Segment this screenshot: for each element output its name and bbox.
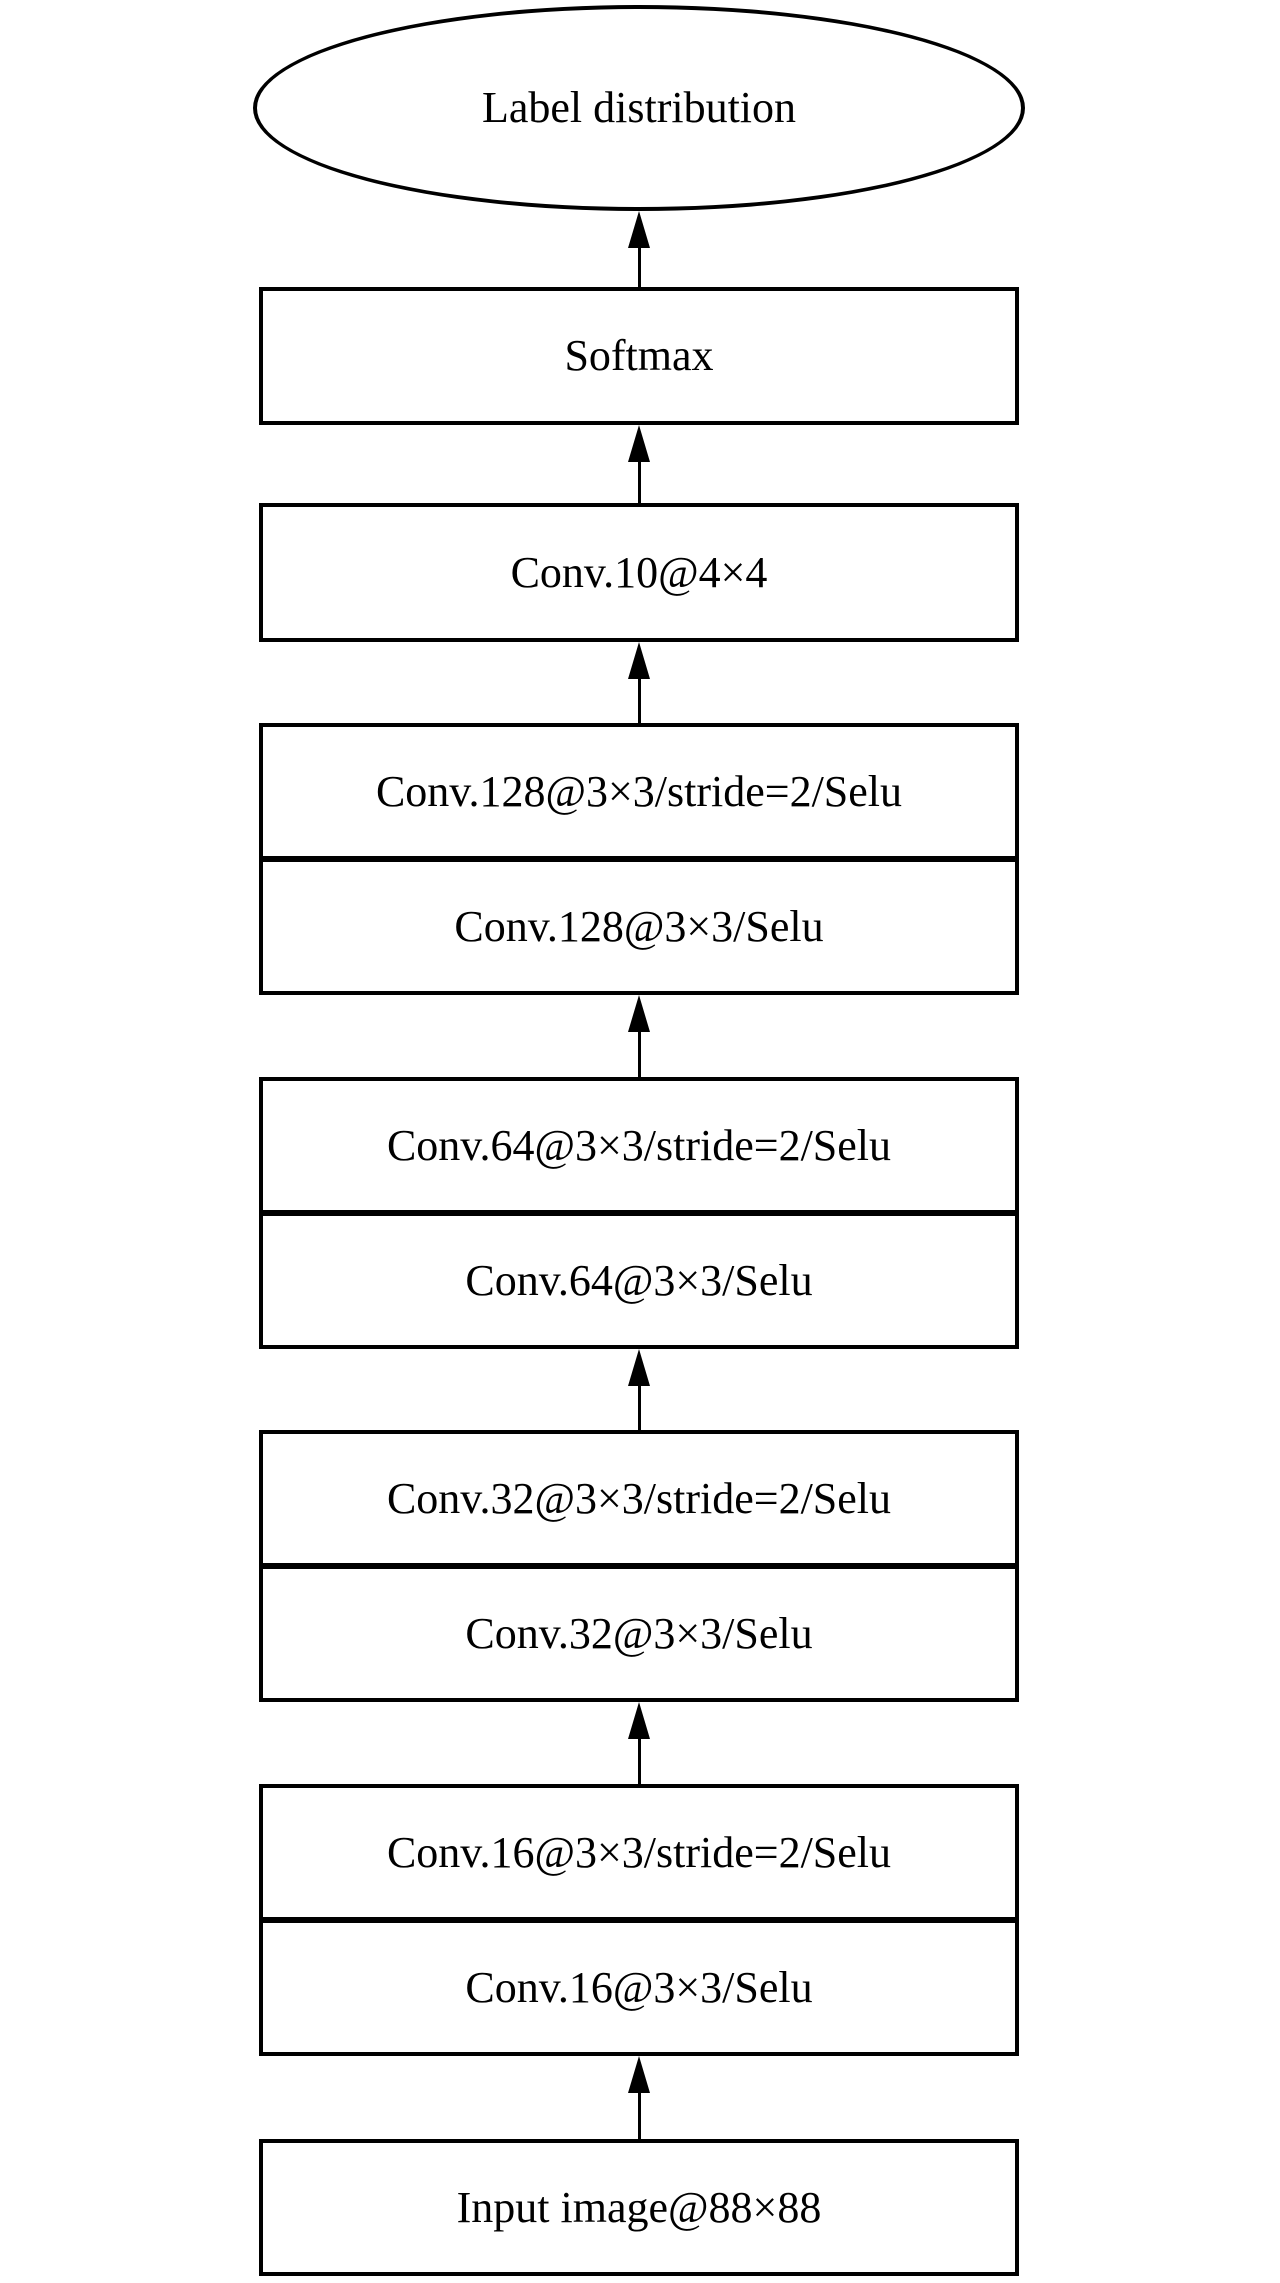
group-conv64: Conv.64@3×3/stride=2/Selu Conv.64@3×3/Se… xyxy=(259,1077,1019,1349)
arrowhead-up-icon xyxy=(628,995,650,1032)
arrowhead-up-icon xyxy=(628,642,650,679)
node-input-image: Input image@88×88 xyxy=(259,2139,1019,2276)
node-conv64: Conv.64@3×3/Selu xyxy=(259,1212,1019,1349)
arrow-conv64-to-conv128 xyxy=(628,995,650,1077)
node-softmax: Softmax xyxy=(259,287,1019,425)
arrow-conv16-to-conv32 xyxy=(628,1702,650,1784)
node-label: Conv.128@3×3/Selu xyxy=(454,901,824,951)
node-label: Conv.16@3×3/stride=2/Selu xyxy=(386,1827,892,1877)
arrow-softmax-to-output xyxy=(628,211,650,287)
node-label: Conv.10@4×4 xyxy=(510,547,768,597)
arrow-stem xyxy=(637,1032,641,1077)
arrow-stem xyxy=(637,679,641,723)
arrowhead-up-icon xyxy=(628,425,650,462)
arrow-conv10-to-softmax xyxy=(628,425,650,503)
arrow-stem xyxy=(637,2093,641,2139)
arrow-conv32-to-conv64 xyxy=(628,1349,650,1430)
node-conv32-stride: Conv.32@3×3/stride=2/Selu xyxy=(259,1430,1019,1567)
group-conv128: Conv.128@3×3/stride=2/Selu Conv.128@3×3/… xyxy=(259,723,1019,995)
group-conv16: Conv.16@3×3/stride=2/Selu Conv.16@3×3/Se… xyxy=(259,1784,1019,2056)
arrowhead-up-icon xyxy=(628,1349,650,1386)
arrow-stem xyxy=(637,1386,641,1430)
node-label: Conv.64@3×3/Selu xyxy=(465,1255,813,1305)
node-conv64-stride: Conv.64@3×3/stride=2/Selu xyxy=(259,1077,1019,1214)
arrow-conv128-to-conv10 xyxy=(628,642,650,723)
node-label-distribution: Label distribution xyxy=(253,5,1025,211)
node-conv10: Conv.10@4×4 xyxy=(259,503,1019,642)
node-label: Conv.64@3×3/stride=2/Selu xyxy=(386,1120,892,1170)
node-conv16: Conv.16@3×3/Selu xyxy=(259,1919,1019,2056)
node-conv16-stride: Conv.16@3×3/stride=2/Selu xyxy=(259,1784,1019,1921)
arrow-stem xyxy=(637,248,641,287)
arrowhead-up-icon xyxy=(628,1702,650,1739)
node-conv128-stride: Conv.128@3×3/stride=2/Selu xyxy=(259,723,1019,860)
node-label: Conv.16@3×3/Selu xyxy=(465,1962,813,2012)
arrow-stem xyxy=(637,462,641,503)
node-conv32: Conv.32@3×3/Selu xyxy=(259,1565,1019,1702)
node-label: Label distribution xyxy=(481,83,797,132)
node-label: Conv.32@3×3/Selu xyxy=(465,1608,813,1658)
arrowhead-up-icon xyxy=(628,211,650,248)
arrow-stem xyxy=(637,1739,641,1784)
arrowhead-up-icon xyxy=(628,2056,650,2093)
group-conv32: Conv.32@3×3/stride=2/Selu Conv.32@3×3/Se… xyxy=(259,1430,1019,1702)
node-conv128: Conv.128@3×3/Selu xyxy=(259,858,1019,995)
node-label: Conv.128@3×3/stride=2/Selu xyxy=(375,766,903,816)
node-label: Conv.32@3×3/stride=2/Selu xyxy=(386,1473,892,1523)
arrow-input-to-conv16 xyxy=(628,2056,650,2139)
node-label: Input image@88×88 xyxy=(456,2182,822,2232)
node-label: Softmax xyxy=(564,331,714,380)
